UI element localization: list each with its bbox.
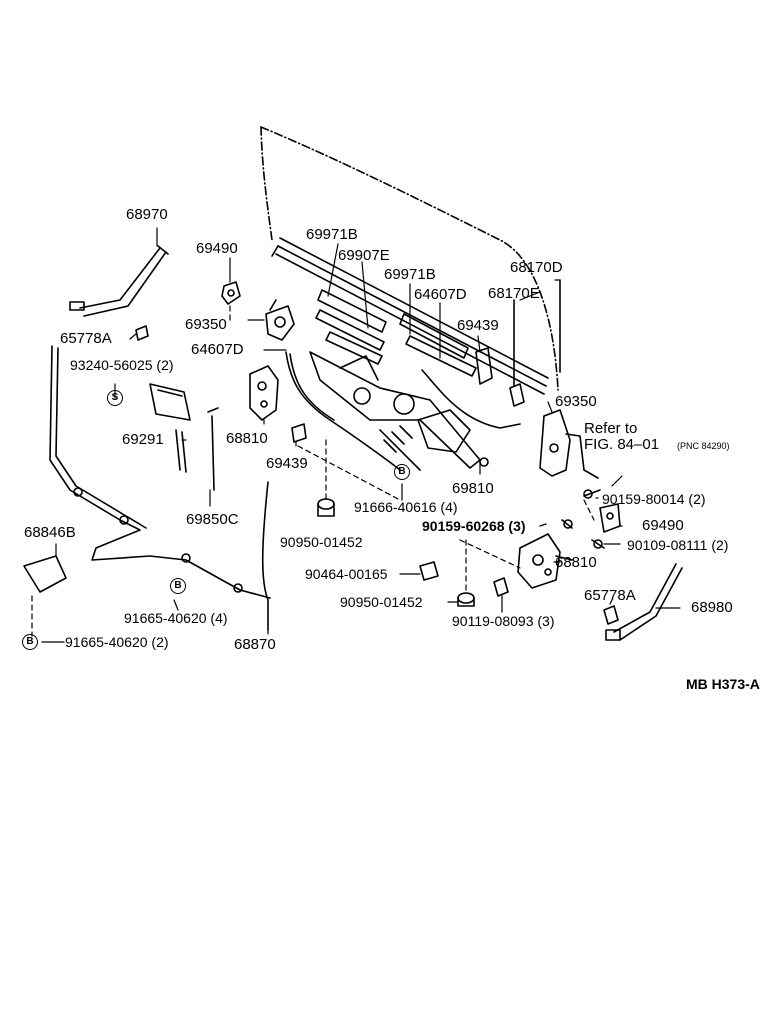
label-refer-line2: FIG. 84–01 bbox=[584, 436, 660, 453]
label-90109: 90109-08111 (2) bbox=[627, 537, 729, 553]
part-linkage-left bbox=[49, 345, 271, 599]
label-69907e: 69907E bbox=[338, 247, 390, 264]
label-68870: 68870 bbox=[234, 636, 276, 653]
dashed-assembly-lines bbox=[31, 305, 595, 637]
marker-b-regulator: B bbox=[394, 464, 410, 480]
marker-s: S bbox=[107, 390, 123, 406]
label-90950-a: 90950-01452 bbox=[280, 534, 363, 550]
part-90950-a bbox=[317, 498, 335, 517]
marker-b-bolt: B bbox=[22, 634, 38, 650]
part-68170e bbox=[509, 299, 525, 407]
part-69439a bbox=[291, 423, 307, 443]
run-channel-69907e bbox=[315, 289, 387, 365]
label-69439-a: 69439 bbox=[457, 317, 499, 334]
part-69350a bbox=[265, 299, 295, 341]
label-93240: 93240-56025 (2) bbox=[70, 357, 174, 373]
part-69439b bbox=[475, 347, 493, 385]
part-69810-regulator bbox=[309, 351, 489, 471]
part-69490a bbox=[221, 281, 241, 305]
marker-b-linkage: B bbox=[170, 578, 186, 594]
label-69971b-1: 69971B bbox=[306, 226, 358, 243]
part-69291 bbox=[149, 383, 191, 473]
diagram-code: MB H373-A bbox=[686, 676, 760, 692]
label-69810: 69810 bbox=[452, 480, 494, 497]
part-90159-80014 bbox=[583, 489, 601, 499]
part-68870 bbox=[261, 481, 269, 631]
label-91665-a: 91665-40620 (4) bbox=[124, 610, 228, 626]
label-65778a-2: 65778A bbox=[584, 587, 636, 604]
label-69350-b: 69350 bbox=[555, 393, 597, 410]
part-64607d-cable bbox=[285, 351, 521, 471]
label-69971b-2: 69971B bbox=[384, 266, 436, 283]
label-refer-pnc: (PNC 84290) bbox=[677, 441, 730, 451]
label-90950-b: 90950-01452 bbox=[340, 594, 423, 610]
part-68810a bbox=[249, 365, 279, 421]
label-64607d-2: 64607D bbox=[191, 341, 244, 358]
label-68810-a: 68810 bbox=[226, 430, 268, 447]
part-90950-b bbox=[457, 592, 475, 607]
label-refer-line1: Refer to bbox=[584, 420, 638, 437]
door-glass bbox=[260, 126, 559, 391]
label-69490-b: 69490 bbox=[642, 517, 684, 534]
part-90109 bbox=[591, 539, 605, 549]
label-90464: 90464-00165 bbox=[305, 566, 388, 582]
part-65778a-lower bbox=[603, 605, 619, 625]
part-68980 bbox=[605, 563, 683, 641]
label-69490-a: 69490 bbox=[196, 240, 238, 257]
label-68170e: 68170E bbox=[488, 285, 540, 302]
label-68846b: 68846B bbox=[24, 524, 76, 541]
part-68810b bbox=[517, 533, 573, 589]
label-90159-60268: 90159-60268 (3) bbox=[422, 518, 526, 534]
run-channel-69971b bbox=[399, 313, 477, 377]
part-69850c bbox=[207, 407, 219, 491]
label-90119: 90119-08093 (3) bbox=[452, 613, 555, 629]
part-68970 bbox=[69, 245, 169, 317]
part-69490b bbox=[599, 503, 621, 533]
leader-lines bbox=[41, 227, 681, 643]
label-69350-a: 69350 bbox=[185, 316, 227, 333]
part-69350b bbox=[539, 409, 599, 479]
part-65778a-upper bbox=[135, 325, 149, 341]
label-68810-b: 68810 bbox=[555, 554, 597, 571]
label-69439-b: 69439 bbox=[266, 455, 308, 472]
label-68170d: 68170D bbox=[510, 259, 563, 276]
label-90159-80014: 90159-80014 (2) bbox=[602, 491, 706, 507]
part-90464 bbox=[419, 561, 439, 581]
label-68970: 68970 bbox=[126, 206, 168, 223]
label-64607d-1: 64607D bbox=[414, 286, 467, 303]
part-68846b bbox=[23, 555, 67, 593]
label-69291: 69291 bbox=[122, 431, 164, 448]
label-91666: 91666-40616 (4) bbox=[354, 499, 458, 515]
label-69850c: 69850C bbox=[186, 511, 239, 528]
part-90159-60268 bbox=[561, 519, 573, 529]
label-65778a-1: 65778A bbox=[60, 330, 112, 347]
label-91665-b: 91665-40620 (2) bbox=[65, 634, 169, 650]
label-68980: 68980 bbox=[691, 599, 733, 616]
part-90119 bbox=[493, 577, 509, 597]
